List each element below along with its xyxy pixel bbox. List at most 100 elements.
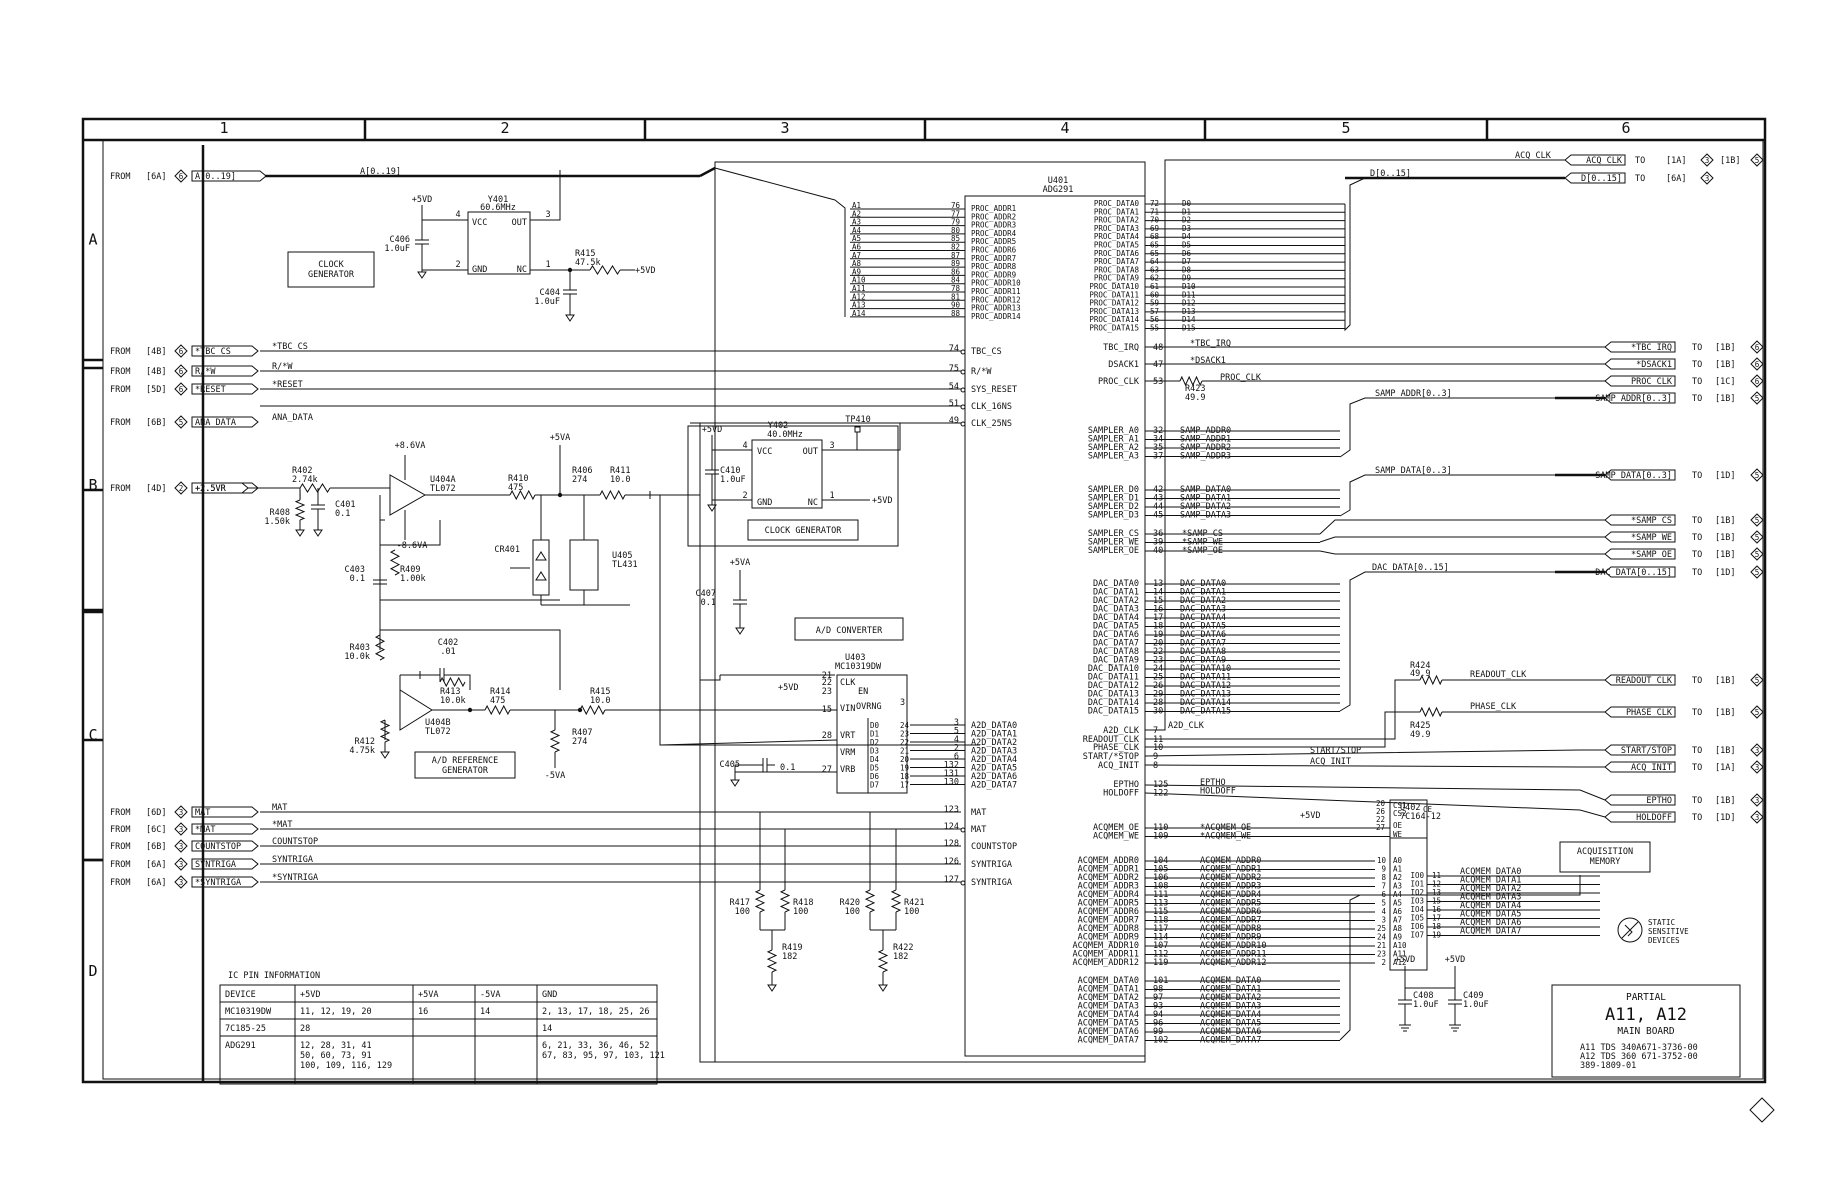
u401-pin-number: 89 (951, 259, 960, 268)
u403-pin-name: D5 (870, 764, 879, 773)
to-label: TO (1692, 550, 1702, 560)
u402-pin-number: 20 (1376, 799, 1386, 808)
u401-data-name: PROC_DATA0 (1094, 199, 1140, 208)
u401-pin-number: 11 (1153, 735, 1163, 745)
ic-table (219, 984, 658, 1085)
signal-flag-label: MAT (195, 808, 210, 818)
ground-symbol (878, 984, 888, 992)
u402-pin-name: A8 (1393, 924, 1403, 933)
wire-net-label: SAMP_DATA[0..3] (1375, 466, 1452, 476)
u401-acqmem-data: ACQMEM_DATA2 (1078, 993, 1139, 1003)
data-wire-label: D15 (1182, 324, 1196, 333)
u401-addr-pin-name: PROC_ADDR7 (971, 254, 1016, 263)
power-label: +5VD (872, 496, 892, 506)
from-ref: [5D] (146, 385, 166, 395)
u403-pin-number: 3 (900, 698, 905, 708)
signal-flag (1604, 341, 1676, 353)
block-label: CLOCK GENERATOR (765, 526, 843, 536)
wire-net-label: ACQMEM_DATA7 (1460, 927, 1521, 937)
u401-pin-number: 88 (951, 309, 961, 318)
u402-ref: U402 (1400, 803, 1420, 813)
signal-flag-label: *SAMP_OE (1631, 550, 1672, 560)
ic-table-cell: 11, 12, 19, 20 (300, 1007, 372, 1017)
u401-misc-name: COUNTSTOP (971, 842, 1017, 852)
signal-flag (1604, 811, 1676, 823)
resistor-val: 274 (572, 475, 587, 485)
u401-pin-number: 130 (944, 778, 959, 788)
u401-pin-number: 49 (949, 416, 959, 426)
u401-pin-number: 131 (944, 769, 959, 779)
resistor-ref: R415 (575, 249, 595, 259)
u401-data-name: PROC_DATA9 (1094, 274, 1139, 283)
u403-pin-number: 22 (822, 678, 832, 688)
u401-data-name: PROC_DATA2 (1094, 216, 1139, 225)
signal-flag-label: ACQ_CLK (1586, 156, 1623, 166)
addr-wire-label: A9 (852, 267, 861, 276)
u401-sampler-c: SAMPLER_WE (1088, 538, 1139, 548)
signal-flag (1604, 794, 1676, 806)
u401-pin-number: 10 (1153, 743, 1163, 753)
to-sheet-diamond (1750, 705, 1764, 719)
to-sheet-diamond (1750, 468, 1764, 482)
u401-data-name: PROC_DATA13 (1089, 307, 1139, 316)
addr-wire-label: A11 (852, 284, 866, 293)
resistor (549, 729, 561, 753)
u401-clk: READOUT_CLK (1083, 735, 1140, 745)
addr-wire-label: A1 (852, 201, 861, 210)
resistor-val: 100 (793, 907, 808, 917)
signal-flag-label: COUNTSTOP (195, 842, 241, 852)
sheet-ref-number: 3 (1755, 763, 1760, 772)
to-sheet-diamond (1750, 391, 1764, 405)
resistor (439, 676, 466, 688)
addr-bus-breakout (834, 199, 846, 317)
u401-data-name: PROC_DATA11 (1089, 290, 1139, 299)
junction-dot (467, 707, 473, 713)
junction-dot (557, 492, 563, 498)
resistor-ref: R410 (508, 474, 528, 484)
signal-flag-label: *DSACK1 (1636, 360, 1672, 370)
pin-number: 4 (742, 441, 747, 451)
data-wire-label: D14 (1182, 315, 1196, 324)
u401-sampler-c: SAMPLER_OE (1088, 546, 1139, 556)
from-ref: [6C] (146, 825, 166, 835)
from-ref: [6A] (146, 172, 166, 182)
wire-net-label: ACQ_INIT (1310, 757, 1351, 767)
acq-init-wire (1144, 764, 1605, 768)
capacitor-ref: C408 (1413, 991, 1433, 1001)
osc2-out-wire (822, 423, 901, 451)
acqmem-data-bus (1339, 875, 1581, 1041)
data-wire-label: D8 (1182, 265, 1192, 274)
pin-number: 4 (455, 210, 460, 220)
u401-dac: DAC_DATA7 (1093, 639, 1139, 649)
u403-pin-name: D4 (870, 755, 880, 764)
u401-dac: DAC_DATA10 (1088, 664, 1139, 674)
to-ref: [1B] (1715, 516, 1735, 526)
ic-table-cell: 6, 21, 33, 36, 46, 52 (542, 1041, 649, 1051)
block-label: A/D CONVERTER (816, 626, 883, 636)
u405-regulator (569, 539, 599, 591)
cr401-diode-pack (532, 539, 550, 596)
u402-pin-name: IO3 (1410, 897, 1424, 906)
signal-flag-label: DAC_DATA[0..15] (1595, 568, 1672, 578)
to-ref: [1B] (1715, 676, 1735, 686)
to-sheet-diamond (1750, 793, 1764, 807)
sheet-ref-number: 3 (1755, 813, 1760, 822)
wire-net-label: *RESET (272, 380, 303, 390)
u403-part: MC10319DW (835, 662, 882, 672)
inverting-bubble (960, 349, 966, 355)
from-ref: [6B] (146, 842, 166, 852)
signal-flag (1604, 469, 1676, 481)
u403-pin-number: 19 (900, 764, 909, 773)
u403-pin-number: 18 (900, 772, 910, 781)
sheet-ref-number: 5 (1755, 676, 1760, 685)
wire-net-label: ACQMEM_DATA0 (1460, 867, 1521, 877)
resistor-ref: R424 (1410, 661, 1430, 671)
u402-pin-number: 22 (1376, 815, 1385, 824)
u401-acqmem-addr: ACQMEM_ADDR9 (1078, 933, 1139, 943)
from-ref: [4B] (146, 347, 166, 357)
u403-pin-number: 27 (822, 765, 832, 775)
from-sheet-diamond (174, 857, 188, 871)
resistor-ref: R414 (490, 687, 510, 697)
signal-flag (191, 345, 259, 357)
pin-number: 3 (829, 441, 834, 451)
